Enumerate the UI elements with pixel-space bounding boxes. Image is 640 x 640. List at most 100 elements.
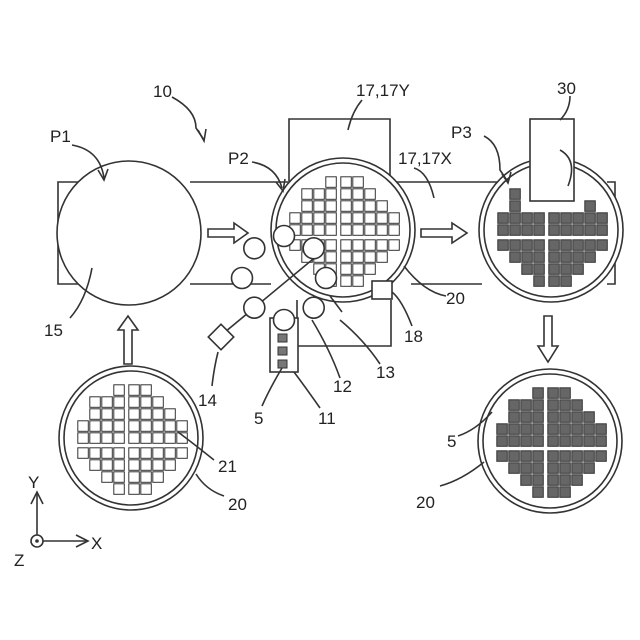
chip-cell — [549, 276, 560, 287]
chip-cell — [177, 448, 188, 459]
chip-cell — [326, 177, 337, 188]
chip-cell — [533, 451, 544, 462]
chip-cell — [573, 213, 584, 224]
chip-cell — [597, 213, 608, 224]
leader-10-arrow — [198, 129, 206, 141]
chuck-circle — [57, 161, 201, 305]
chip-cell — [560, 400, 571, 411]
chip-cell — [533, 424, 544, 435]
chip-cell — [572, 400, 583, 411]
chip-cell — [549, 264, 560, 275]
chip-cell — [560, 436, 571, 447]
chip-cell — [314, 225, 325, 236]
chip-cell — [497, 424, 508, 435]
chip-cell — [548, 463, 559, 474]
chip-cell — [141, 385, 152, 396]
chip-cell — [533, 475, 544, 486]
chip-cell — [534, 240, 545, 251]
chip-cell — [353, 201, 364, 212]
chip-grid-source — [78, 385, 188, 495]
stack-chip-3 — [278, 360, 287, 368]
chip-cell — [102, 472, 113, 483]
chip-cell — [365, 252, 376, 262]
chip-cell — [560, 388, 571, 399]
chip-cell — [153, 421, 164, 432]
chip-cell — [353, 264, 364, 275]
chip-cell — [560, 463, 571, 474]
label-rotor: 12 — [333, 377, 352, 396]
chip-cell — [521, 475, 532, 486]
chip-cell — [326, 225, 337, 236]
chip-cell — [510, 225, 521, 236]
chip-cell — [353, 189, 364, 200]
chip-cell — [353, 276, 364, 287]
chip-cell — [533, 487, 544, 498]
leader-5-right — [458, 412, 492, 436]
arrow-p3-down — [538, 316, 558, 362]
rotor-pin — [244, 297, 265, 318]
chip-cell — [549, 213, 560, 224]
chip-cell — [153, 448, 164, 459]
chip-cell — [90, 421, 101, 432]
chip-cell — [521, 400, 532, 411]
chip-cell — [314, 213, 325, 224]
label-wafer-frame-left: 20 — [228, 495, 247, 514]
chip-cell — [510, 189, 521, 200]
leader-20-left — [196, 474, 224, 496]
chip-cell — [302, 213, 313, 224]
chip-cell — [129, 421, 140, 432]
leader-30 — [560, 96, 570, 120]
chip-cell — [365, 225, 376, 236]
chip-cell — [522, 225, 533, 236]
chip-cell — [560, 424, 571, 435]
chip-cell — [548, 424, 559, 435]
chip-cell — [353, 213, 364, 224]
chip-cell — [326, 240, 337, 251]
chip-cell — [141, 484, 152, 495]
chip-cell — [129, 484, 140, 495]
chip-cell — [165, 421, 176, 432]
chip-cell — [509, 424, 520, 435]
chip-cell — [341, 276, 352, 287]
chip-cell — [177, 421, 188, 432]
chip-cell — [365, 189, 376, 200]
chip-cell — [572, 463, 583, 474]
chip-cell — [341, 177, 352, 188]
chip-cell — [572, 412, 583, 423]
chip-cell — [534, 264, 545, 275]
chip-cell — [141, 409, 152, 420]
leader-18 — [392, 292, 412, 326]
label-axis-x: X — [91, 534, 102, 553]
chip-cell — [521, 424, 532, 435]
chip-cell — [141, 460, 152, 471]
chip-cell — [585, 225, 596, 236]
chip-cell — [498, 240, 509, 251]
chip-cell — [573, 240, 584, 251]
chip-cell — [561, 276, 572, 287]
chip-cell — [522, 240, 533, 251]
chip-cell — [498, 225, 509, 236]
chip-cell — [533, 412, 544, 423]
label-chuck: 15 — [44, 321, 63, 340]
rotor-pin — [274, 226, 295, 247]
chip-cell — [596, 424, 607, 435]
chip-cell — [341, 189, 352, 200]
chip-cell — [341, 201, 352, 212]
chip-cell — [549, 240, 560, 251]
label-chip: 5 — [254, 409, 263, 428]
chip-cell — [102, 460, 113, 471]
label-p2: P2 — [228, 149, 249, 168]
label-system: 10 — [153, 82, 172, 101]
chip-cell — [534, 225, 545, 236]
chip-cell — [141, 433, 152, 444]
chip-cell — [141, 421, 152, 432]
chip-cell — [353, 240, 364, 251]
chip-cell — [314, 201, 325, 212]
chip-cell — [78, 421, 89, 432]
chip-cell — [165, 460, 176, 471]
chip-cell — [549, 225, 560, 236]
chip-cell — [377, 201, 388, 212]
chip-cell — [389, 240, 400, 251]
leader-17x — [414, 168, 434, 198]
chip-cell — [510, 201, 521, 212]
